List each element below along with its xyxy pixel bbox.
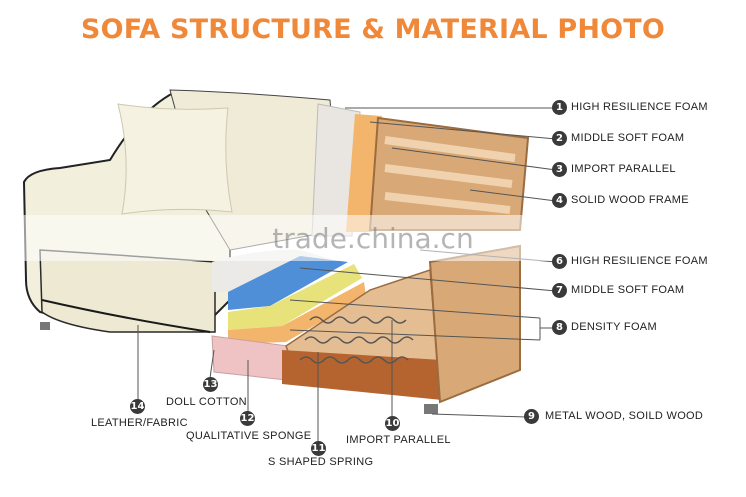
callout-label-4: SOLID WOOD FRAME (571, 194, 689, 206)
callout-badge-11: 11 (311, 441, 326, 456)
seat-sponge-pink (212, 336, 288, 380)
callout-label-7: MIDDLE SOFT FOAM (571, 284, 684, 296)
callout-badge-1: 1 (552, 100, 567, 115)
callout-label-13: DOLL COTTON (166, 396, 247, 408)
callout-label-12: QUALITATIVE SPONGE (186, 430, 311, 442)
callout-badge-9: 9 (524, 409, 539, 424)
callout-badge-7: 7 (552, 283, 567, 298)
callout-label-1: HIGH RESILIENCE FOAM (571, 101, 708, 113)
callout-badge-6: 6 (552, 254, 567, 269)
callout-badge-12: 12 (240, 411, 255, 426)
sofa-leg (424, 404, 438, 414)
pillow (118, 104, 232, 214)
callout-label-10: IMPORT PARALLEL (346, 434, 451, 446)
sofa-seat-front (40, 250, 215, 332)
side-wood-panel (430, 246, 520, 402)
callout-label-6: HIGH RESILIENCE FOAM (571, 255, 708, 267)
callout-badge-13: 13 (203, 377, 218, 392)
callout-label-8: DENSITY FOAM (571, 321, 657, 333)
callout-badge-8: 8 (552, 320, 567, 335)
callout-label-14: LEATHER/FABRIC (91, 417, 188, 429)
callout-label-11: S SHAPED SPRING (268, 456, 373, 468)
callout-badge-3: 3 (552, 162, 567, 177)
callout-label-3: IMPORT PARALLEL (571, 163, 676, 175)
callout-badge-2: 2 (552, 131, 567, 146)
sofa-leg (40, 322, 50, 330)
callout-label-9: METAL WOOD, SOILD WOOD (545, 410, 703, 422)
callout-badge-10: 10 (385, 416, 400, 431)
callout-label-2: MIDDLE SOFT FOAM (571, 132, 684, 144)
callout-badge-4: 4 (552, 193, 567, 208)
callout-badge-14: 14 (130, 399, 145, 414)
